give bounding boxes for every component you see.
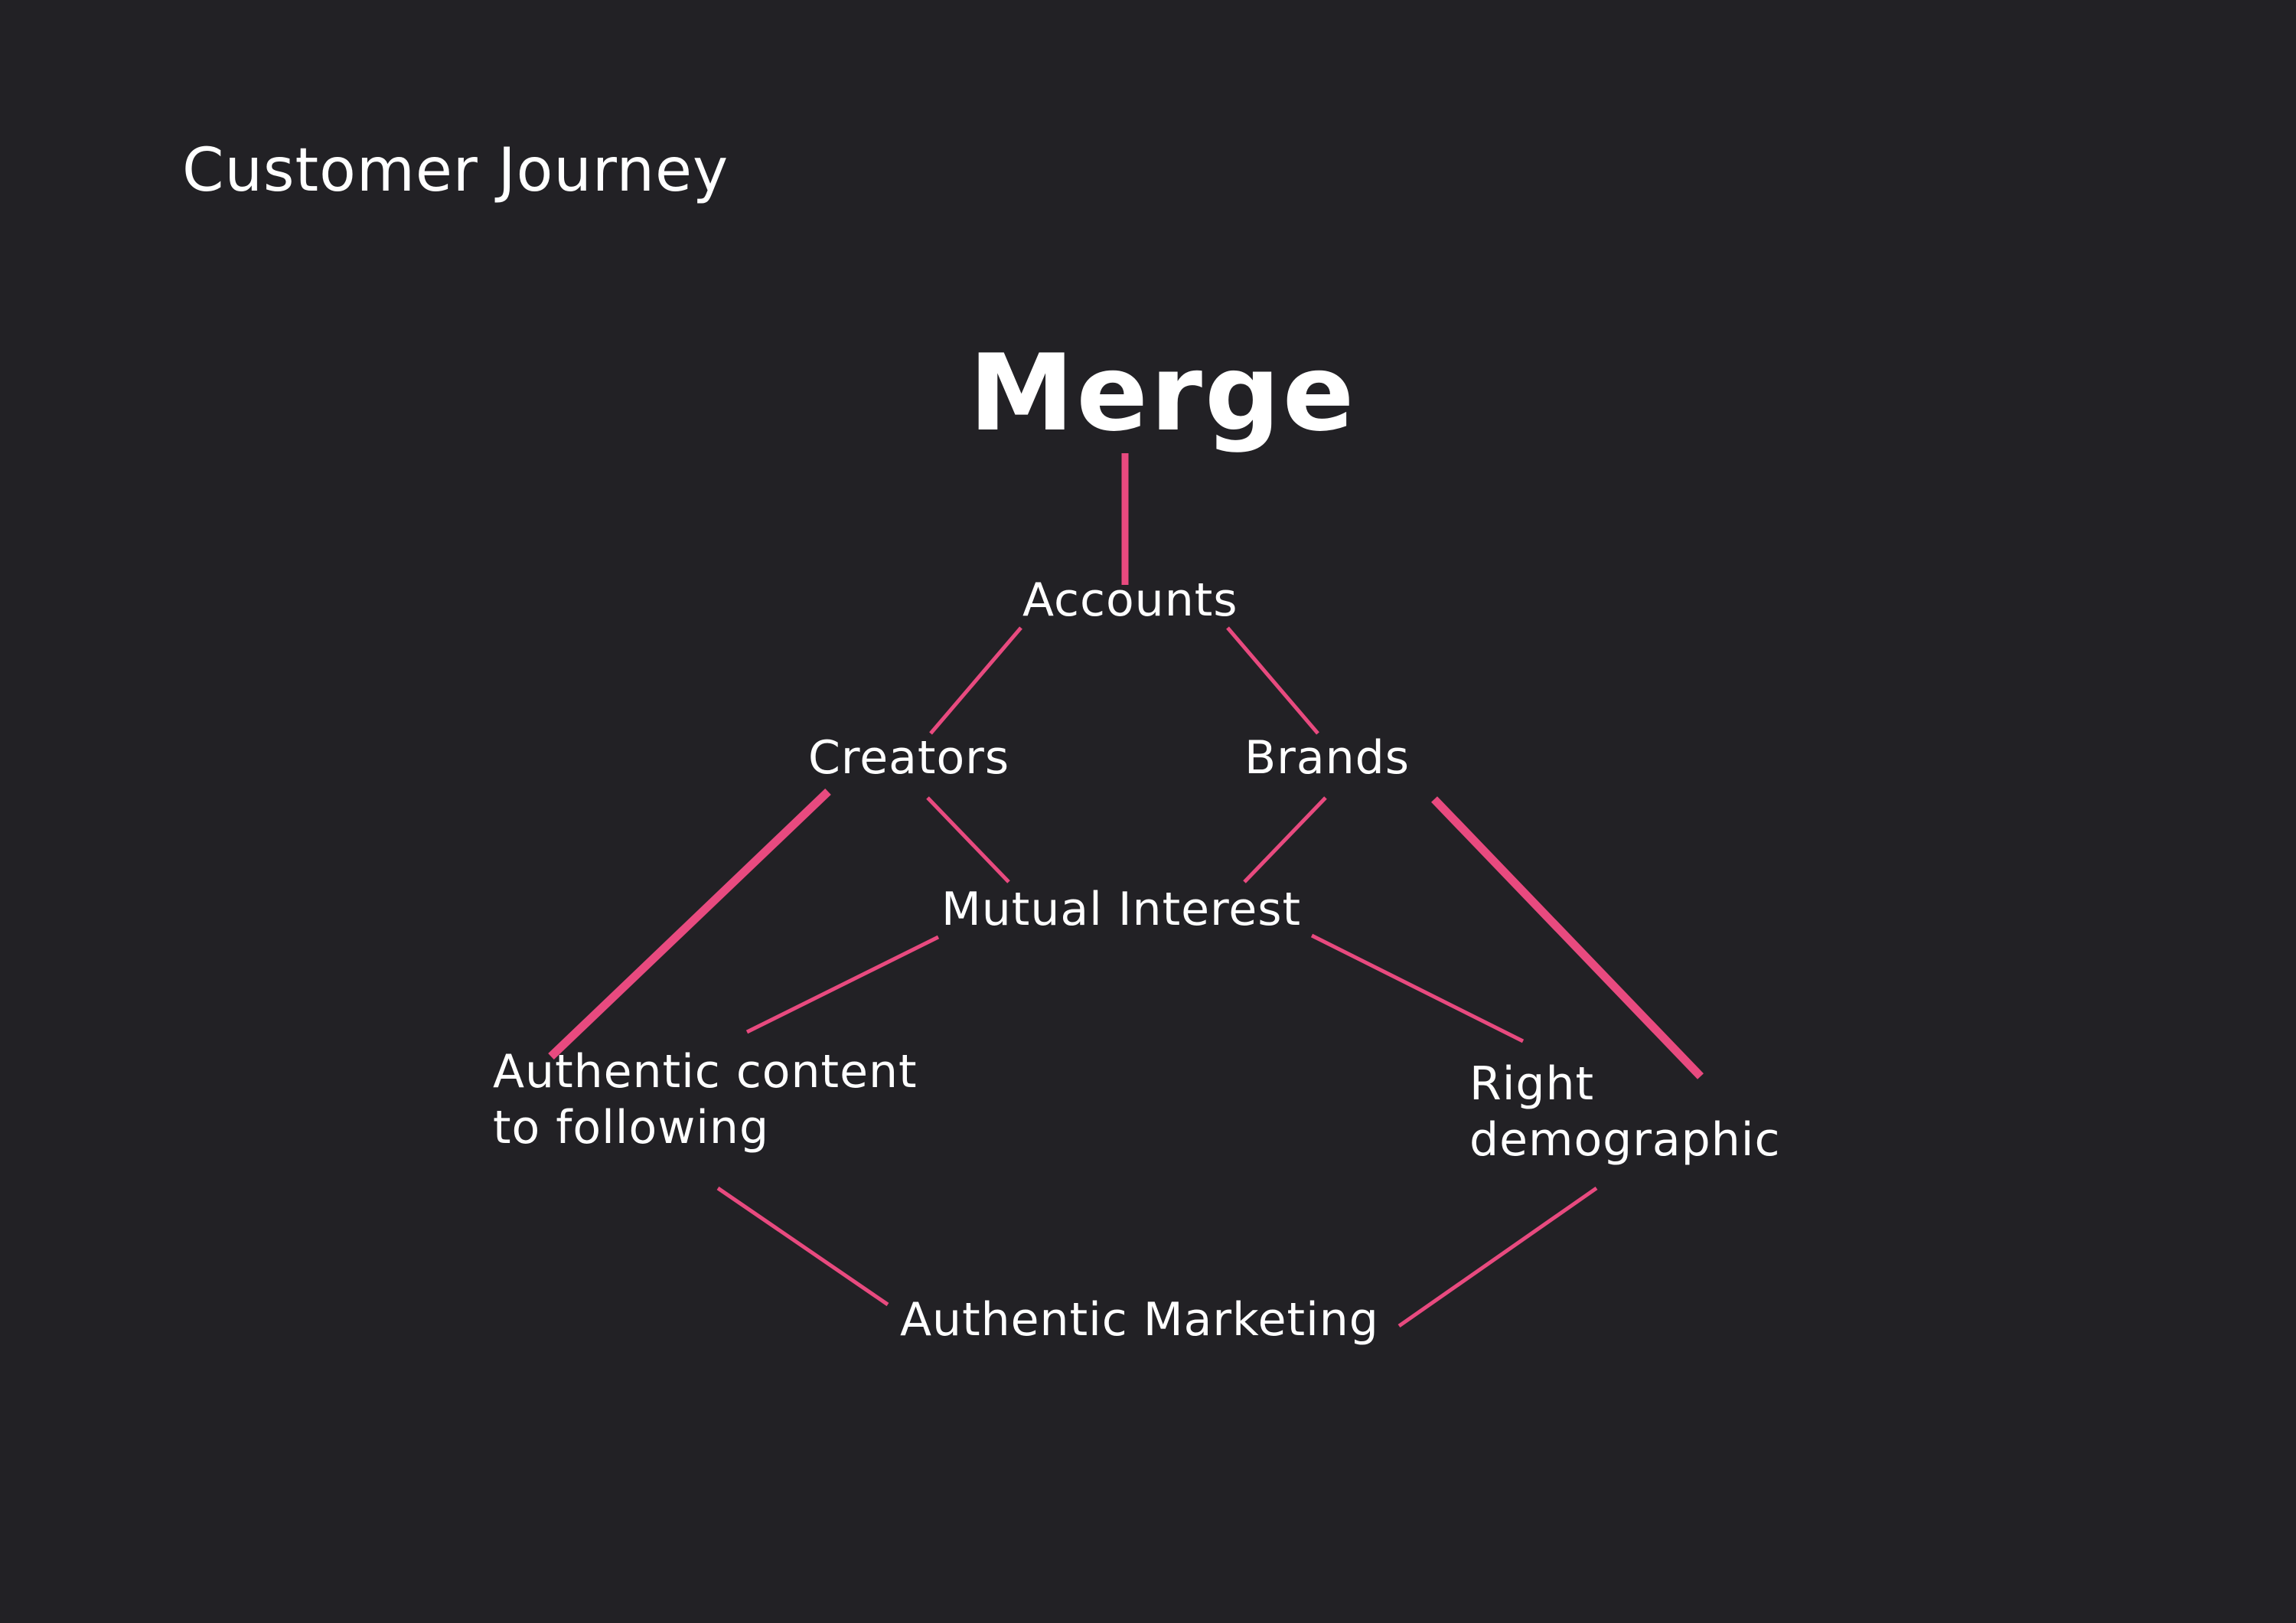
edge-mutual-authentic-content bbox=[745, 935, 940, 1034]
edge-authentic-content-marketing bbox=[716, 1186, 889, 1307]
node-mutual-interest: Mutual Interest bbox=[941, 883, 1302, 936]
edge-mutual-right-demographic bbox=[1310, 933, 1525, 1043]
page-title: Customer Journey bbox=[182, 136, 729, 205]
node-authentic-content-line-2: to following bbox=[493, 1101, 770, 1155]
node-right-demographic-line-1: Right bbox=[1469, 1057, 1594, 1111]
node-merge: Merge bbox=[969, 331, 1357, 455]
edge-brands-right-demographic bbox=[1431, 796, 1704, 1079]
edge-brands-mutual bbox=[1243, 796, 1327, 883]
edge-right-demographic-marketing bbox=[1397, 1186, 1598, 1328]
node-accounts: Accounts bbox=[1022, 573, 1238, 627]
node-brands: Brands bbox=[1244, 731, 1410, 785]
edge-accounts-creators bbox=[929, 626, 1022, 735]
node-right-demographic: Right demographic bbox=[1469, 1056, 1780, 1168]
node-authentic-content-line-1: Authentic content bbox=[493, 1045, 918, 1099]
node-authentic-marketing: Authentic Marketing bbox=[900, 1293, 1379, 1347]
node-right-demographic-line-2: demographic bbox=[1469, 1113, 1781, 1167]
node-creators: Creators bbox=[808, 731, 1010, 785]
edge-accounts-brands bbox=[1226, 626, 1319, 735]
edge-creators-authentic-content bbox=[548, 789, 831, 1060]
edge-creators-mutual bbox=[926, 796, 1010, 883]
node-authentic-content: Authentic content to following bbox=[493, 1044, 918, 1156]
